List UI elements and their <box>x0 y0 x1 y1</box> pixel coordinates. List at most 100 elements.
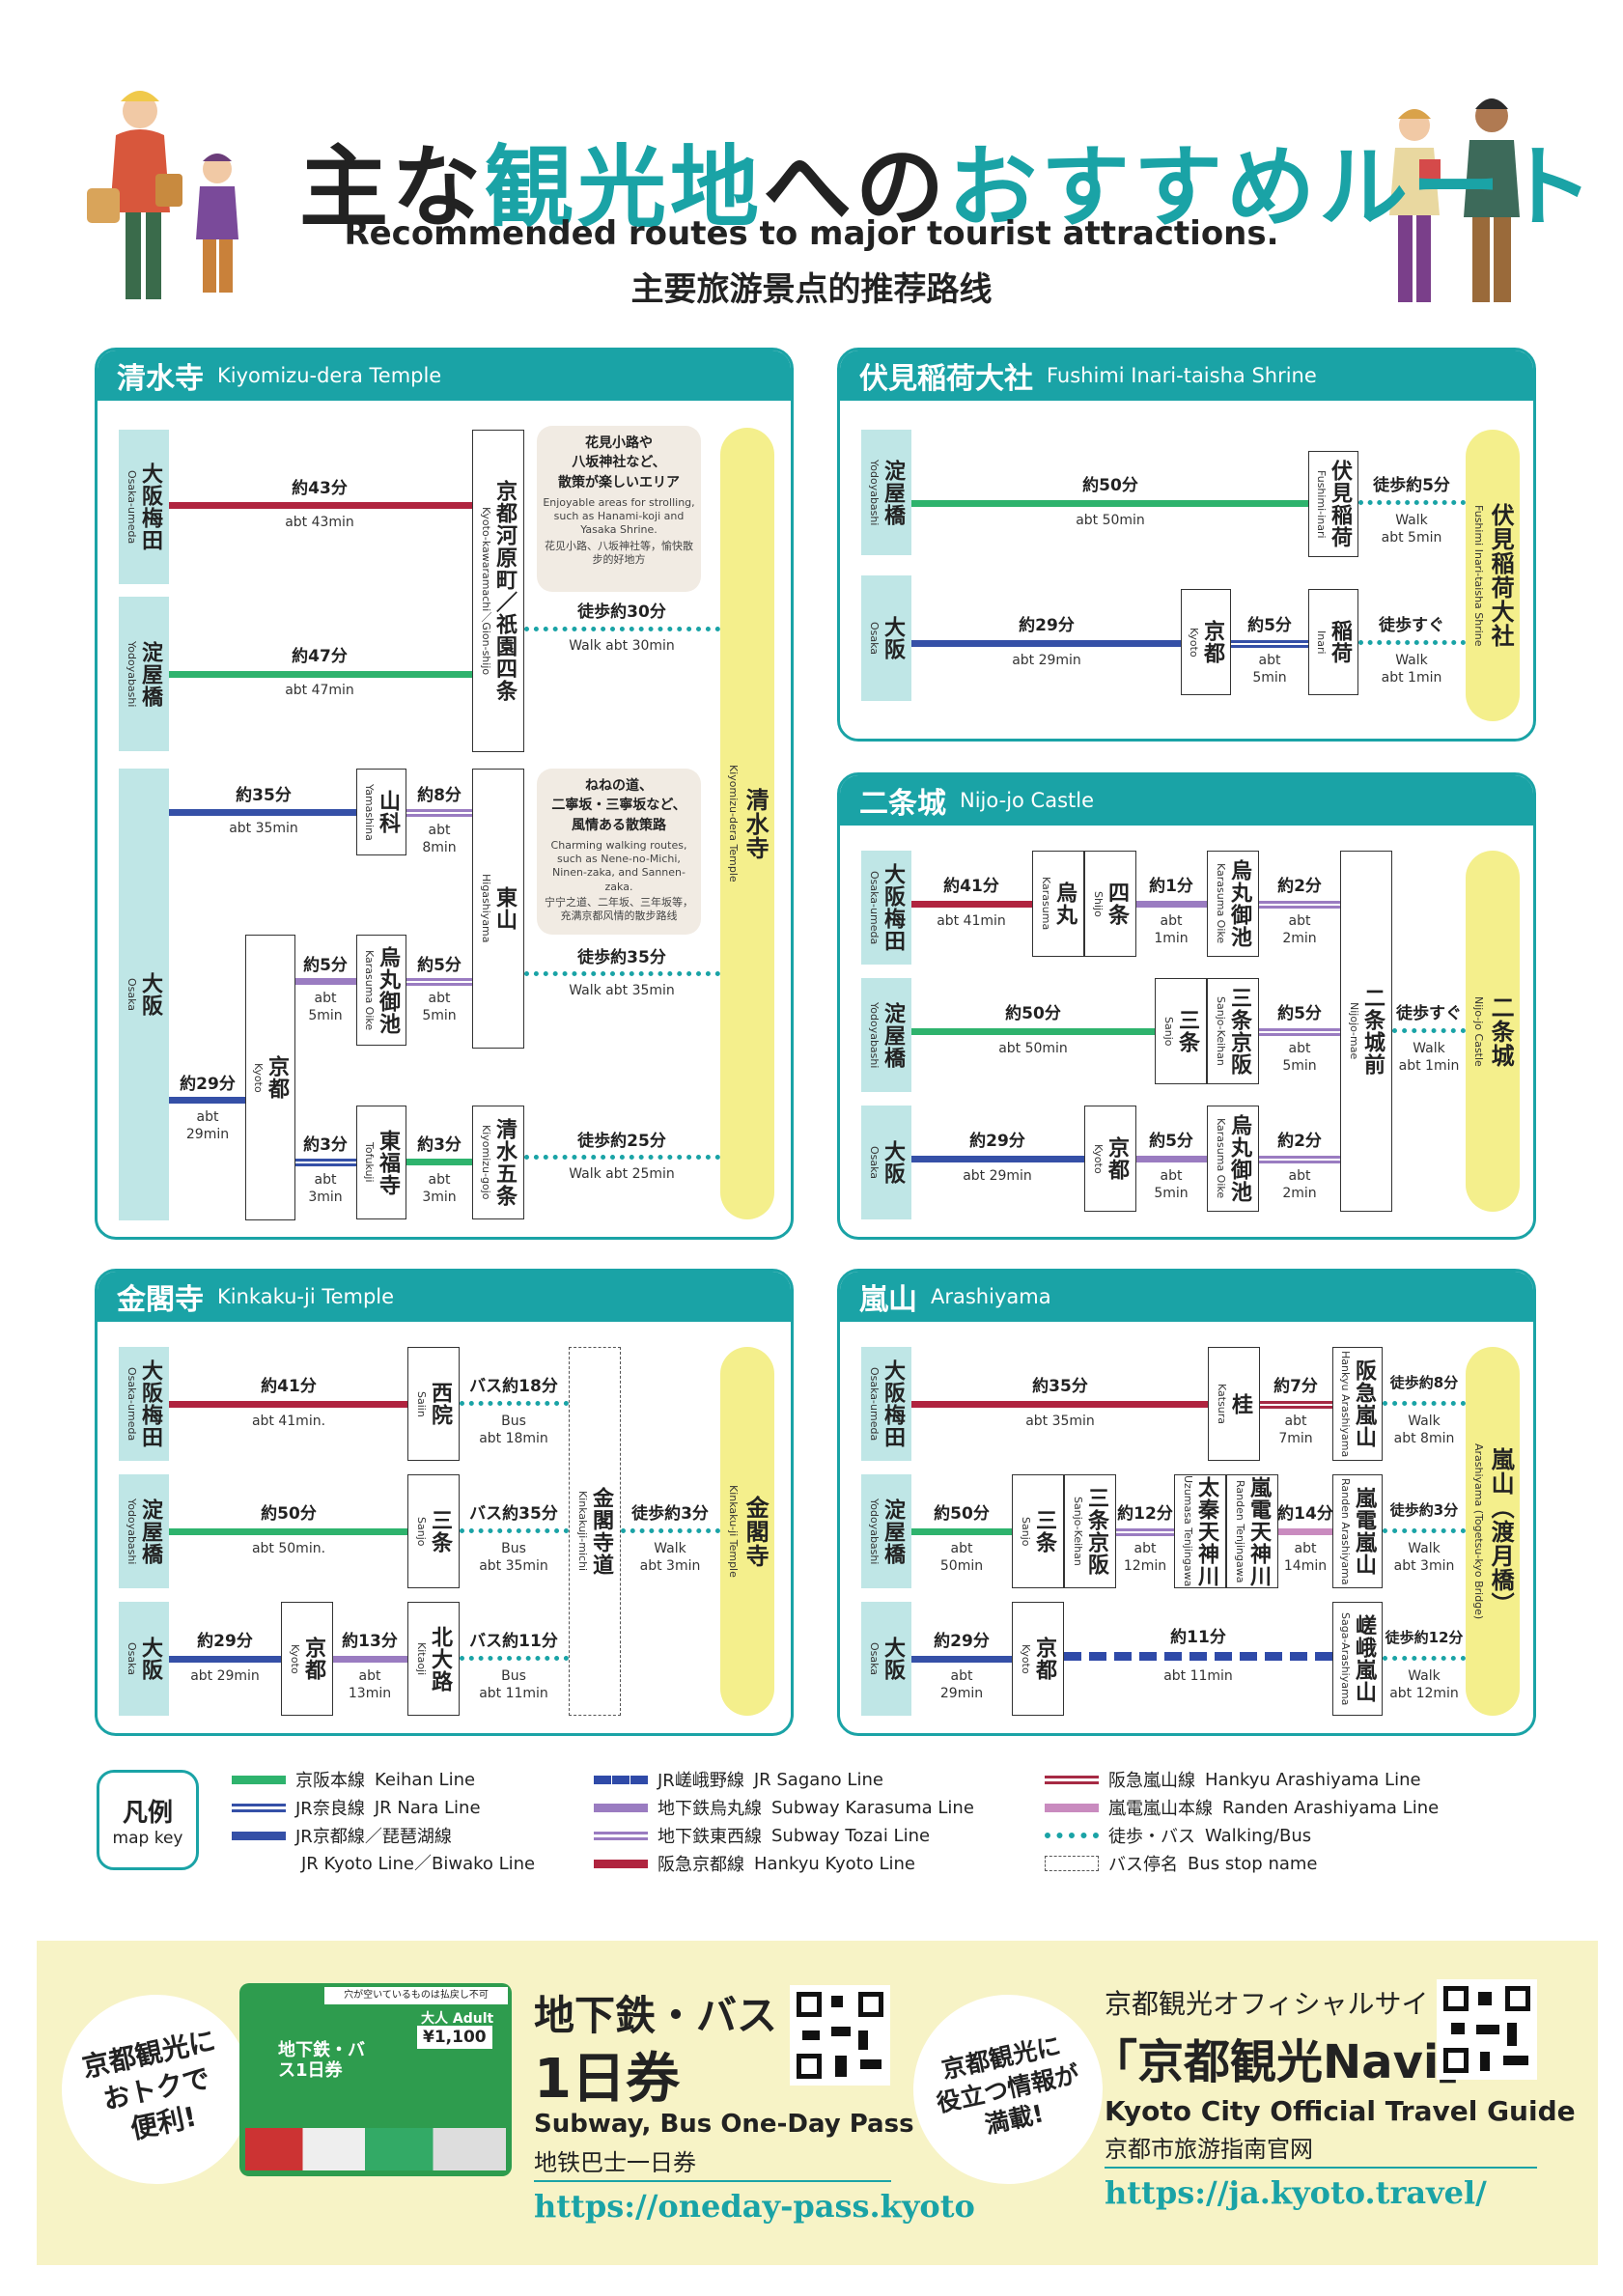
station-name-en: Sanjo <box>414 1516 428 1547</box>
route-time-en: 29min <box>939 1686 984 1701</box>
line-jr-kyoto <box>911 1156 1084 1162</box>
line-jr-nara <box>295 1159 356 1166</box>
walk-time: 徒歩すぐ <box>1379 616 1444 635</box>
qr-code-pass[interactable] <box>790 1985 890 2086</box>
pass-card-title: 地下鉄・バス1日券 <box>278 2040 365 2081</box>
pass-title-zh: 地铁巴士一日券 <box>534 2149 696 2176</box>
pass-url-link[interactable]: https://oneday-pass.kyoto <box>534 2180 975 2225</box>
station-name-en: Saga-Arashiyama <box>1338 1611 1352 1706</box>
navi-url-link[interactable]: https://ja.kyoto.travel/ <box>1105 2167 1537 2211</box>
station-name-en: Shijo <box>1091 890 1105 917</box>
station-name-en: Higashiyama <box>479 874 492 943</box>
station-name-en: Osaka-umeda <box>125 1366 138 1442</box>
legend-swatch <box>232 1803 286 1812</box>
bus-time-en: abt 11min <box>479 1686 548 1701</box>
legend-label-jp: 京阪本線 <box>295 1771 365 1791</box>
legend-title-en: map key <box>112 1828 183 1848</box>
route-time-en: abt <box>314 1172 337 1188</box>
station-name: 大阪梅田 <box>881 1359 906 1448</box>
line-jr-sagano <box>1064 1652 1332 1661</box>
station-name-en: Kitaoji <box>414 1641 428 1676</box>
pass-card-adult: 大人 Adult <box>421 2011 494 2027</box>
station-name: 淀屋橋 <box>138 640 163 708</box>
legend-label-en: JR Sagano Line <box>753 1769 883 1790</box>
route-time-en: 8min <box>422 840 457 855</box>
page-subtitle-zh: 主要旅游景点的推荐路线 <box>630 270 993 309</box>
route-time: 約12分 <box>1117 1504 1173 1524</box>
qr-module <box>1476 2025 1499 2034</box>
route-time-en: abt <box>950 1541 973 1556</box>
bubble-text-en: Charming walking routes, such as Nene-no… <box>550 838 687 893</box>
station-name-en: Osaka <box>125 1641 138 1676</box>
station-name: 大阪 <box>138 1637 163 1681</box>
destination-name: 二条城 <box>1487 994 1515 1068</box>
panel-header: 二条城 Nijo-jo Castle <box>840 775 1533 826</box>
qr-module <box>802 2030 820 2040</box>
route-time-en: abt <box>358 1668 381 1684</box>
route-time: 約50分 <box>1005 1004 1061 1023</box>
station-name: 二条城前 <box>1360 987 1385 1076</box>
panel-title-en: Nijo-jo Castle <box>960 789 1095 812</box>
legend-label-jp: 徒歩・バス <box>1108 1827 1195 1847</box>
header-illustration-right <box>1361 82 1545 323</box>
header-illustration-left <box>82 82 266 323</box>
destination-name: 清水寺 <box>742 787 770 860</box>
bus-time: バス約18分 <box>469 1377 558 1396</box>
station-name: 三条京阪 <box>1227 987 1252 1076</box>
line-hankyu-kyoto <box>169 1401 407 1408</box>
station-name: 大阪 <box>881 616 906 660</box>
destination-name-en: Kiyomizu-dera Temple <box>726 765 740 882</box>
route-time: 約43分 <box>292 479 348 498</box>
panel-header: 金閣寺 Kinkaku-ji Temple <box>98 1272 791 1322</box>
bubble-text-en: Enjoyable areas for strolling, such as H… <box>543 495 695 537</box>
walk-route <box>1383 1401 1466 1406</box>
legend-label-jp: 阪急嵐山線 <box>1108 1771 1195 1791</box>
walk-route <box>524 627 720 631</box>
qr-module <box>1451 2023 1465 2034</box>
route-time-en: 5min <box>1282 1058 1317 1074</box>
legend-label-en: Subway Karasuma Line <box>771 1797 974 1818</box>
line-jr-kyoto <box>169 1097 245 1104</box>
station-name: 桂 <box>1228 1392 1253 1415</box>
walk-time-en: Walk <box>1395 513 1428 528</box>
bus-route <box>460 1656 569 1661</box>
station-name-en: Katsura <box>1215 1383 1228 1425</box>
legend-label-jp: 地下鉄烏丸線 <box>658 1799 762 1819</box>
bus-time: バス約35分 <box>469 1504 558 1524</box>
bus-time: バス約11分 <box>469 1632 558 1651</box>
qr-code-navi[interactable] <box>1437 1979 1537 2080</box>
qr-module <box>1503 2056 1528 2065</box>
walk-time: 徒歩約30分 <box>577 602 666 622</box>
station-name: 大阪 <box>881 1140 906 1185</box>
route-time-en: abt <box>314 991 337 1006</box>
legend-label-en: Walking/Bus <box>1205 1825 1312 1846</box>
line-hankyu-kyoto <box>911 901 1032 908</box>
line-jr-kyoto <box>911 1656 1012 1663</box>
walk-route <box>621 1528 720 1533</box>
walk-time-en: Walk <box>1408 1541 1441 1556</box>
route-time-en: 7min <box>1278 1431 1313 1446</box>
station-name: 淀屋橋 <box>138 1498 163 1565</box>
station-name: 京都 <box>1032 1637 1057 1681</box>
legend-label-en: JR Nara Line <box>374 1797 481 1818</box>
route-time: 約1分 <box>1149 877 1193 896</box>
station-name-en: Yodoyabashi <box>125 640 138 708</box>
station-name-en: Kyoto <box>251 1062 265 1093</box>
